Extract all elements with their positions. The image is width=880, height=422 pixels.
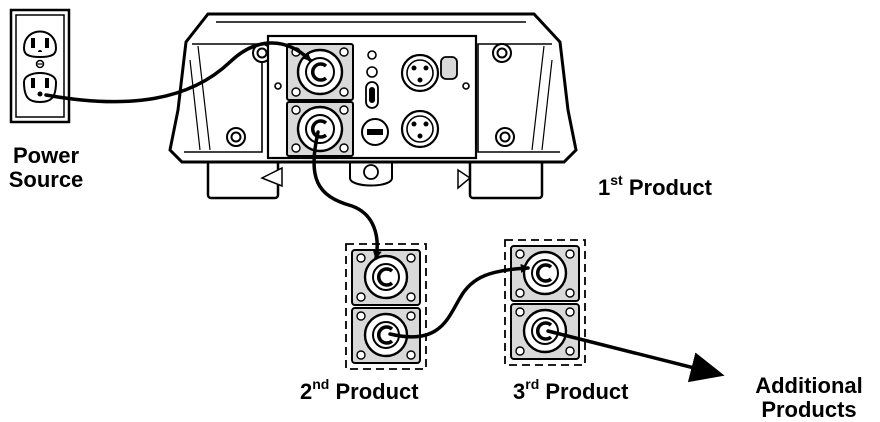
control-column-icon xyxy=(361,50,389,146)
cable-second-to-third xyxy=(388,263,530,339)
cable-first-to-second xyxy=(312,130,382,260)
fixture-icon xyxy=(168,12,578,200)
second-product-label: 2nd Product xyxy=(300,375,419,404)
powercon-connector-icon xyxy=(345,243,427,370)
arrow-icon xyxy=(546,329,725,383)
third-product-label: 3rd Product xyxy=(513,375,629,404)
powercon-out-icon xyxy=(286,101,354,157)
power-source-label: Power Source xyxy=(8,143,84,192)
cable-power-source-to-first xyxy=(44,41,312,104)
powercon-connector-icon xyxy=(504,239,586,366)
powercon-in-icon xyxy=(286,43,354,101)
additional-products-label: Additional Products xyxy=(755,373,863,422)
xlr-connector-icon xyxy=(400,53,458,149)
first-product-label: 1st Product xyxy=(598,171,712,200)
power-outlet-icon xyxy=(9,8,71,124)
